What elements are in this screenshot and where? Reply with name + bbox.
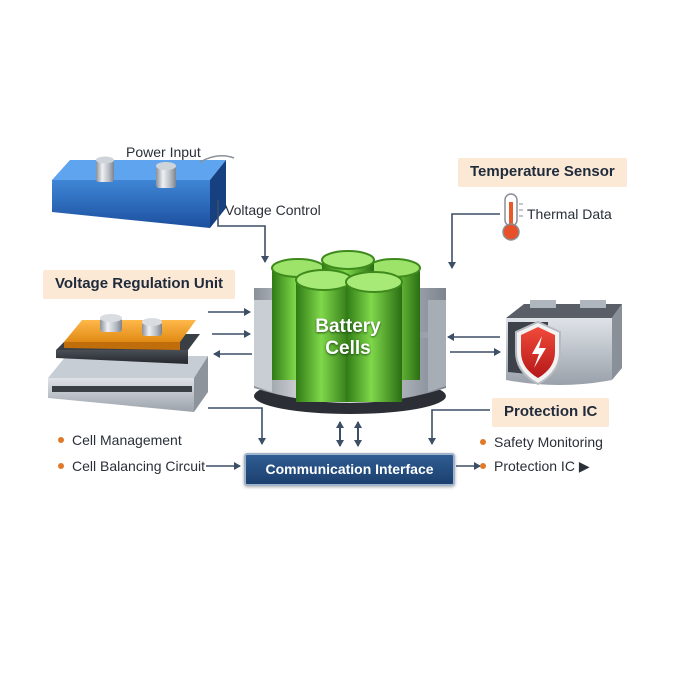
power-input-module-icon [52,156,226,228]
bidirectional-arrows-icon [336,421,362,447]
connector-power-input [199,155,235,163]
safety-monitoring-text: Safety Monitoring [494,434,603,450]
bullet-cell-balancing: Cell Balancing Circuit [58,459,205,473]
voltage-regulation-unit-tag: Voltage Regulation Unit [43,270,236,299]
cell-balancing-text: Cell Balancing Circuit [72,458,206,474]
bullet-cell-management: Cell Management [58,433,182,447]
battery-cells-label: Battery Cells [300,316,396,360]
thermometer-icon [502,193,523,241]
power-input-label: Power Input [126,144,201,160]
protection-ic-bullet-text: Protection IC ▶ [494,458,590,474]
bullet-dot [480,439,486,446]
arrow-protection-to-comm [428,409,490,445]
arrow-thermal-to-cells [448,213,500,269]
bullet-dot [58,463,64,470]
bullet-dot [480,463,486,470]
battery-cells-line-1: Battery [315,316,381,337]
temperature-sensor-tag: Temperature Sensor [458,158,627,187]
communication-interface-box: Communication Interface [244,453,455,486]
cell-management-text: Cell Management [72,432,182,448]
battery-cell-pack-icon [254,250,446,414]
protection-ic-tag: Protection IC [492,398,610,427]
thermal-data-label: Thermal Data [527,206,612,222]
arrow-regulator-to-comm [208,407,266,445]
bullet-safety-monitoring: Safety Monitoring [480,435,603,449]
bullet-dot [58,437,64,444]
bullet-protection-ic: Protection IC ▶ [480,459,590,473]
arrow-power-to-cells [217,200,269,263]
voltage-regulator-board-icon [48,314,208,412]
protection-ic-shield-icon [506,300,622,386]
voltage-control-label: Voltage Control [225,202,321,218]
battery-cells-line-2: Cells [325,338,371,359]
